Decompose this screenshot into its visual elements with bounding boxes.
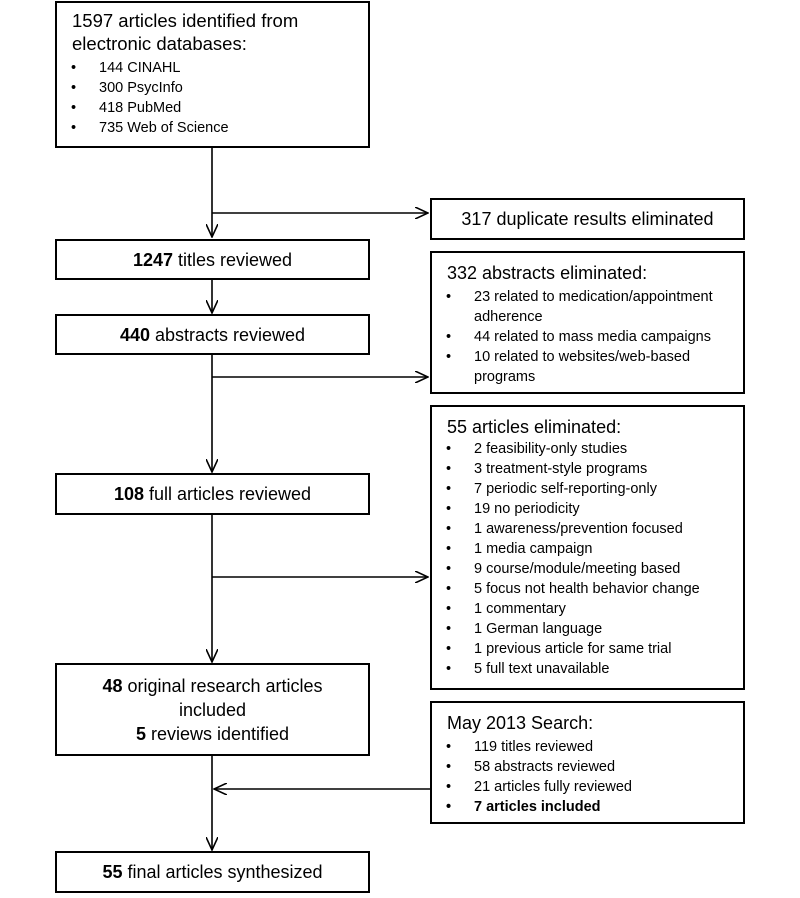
abstracts-text: 440 abstracts reviewed [119,324,306,345]
abstracts-eliminated-list: 23 related to medication/appointment adh… [432,287,732,387]
list-item: 9 course/module/meeting based [432,559,743,579]
included-box: 48 original research articles included 5… [55,663,370,756]
may-search-box: May 2013 Search: 119 titles reviewed 58 … [430,701,745,824]
list-item: 1 German language [432,619,743,639]
reviews-identified-text: 5 reviews identified [135,723,290,744]
list-item: 44 related to mass media campaigns [432,327,732,347]
list-item: 418 PubMed [57,98,368,118]
duplicates-text: 317 duplicate results eliminated [461,209,714,229]
list-item: 1 media campaign [432,539,743,559]
articles-eliminated-box: 55 articles eliminated: 2 feasibility-on… [430,405,745,690]
final-count: 55 [102,862,123,882]
full-articles-count: 108 [113,484,144,504]
reviews-count: 5 [135,723,146,744]
identified-list: 144 CINAHL 300 PsycInfo 418 PubMed 735 W… [57,58,368,138]
titles-count: 1247 [132,249,173,270]
included-articles-count: 48 [102,675,123,696]
list-item: 300 PsycInfo [57,78,368,98]
titles-box: 1247 titles reviewed [55,239,370,280]
list-item: 119 titles reviewed [432,737,743,757]
full-articles-box: 108 full articles reviewed [55,473,370,515]
may-search-list: 119 titles reviewed 58 abstracts reviewe… [432,737,743,817]
final-text: 55 final articles synthesized [102,862,323,882]
articles-eliminated-list: 2 feasibility-only studies 3 treatment-s… [432,439,743,679]
included-articles-text: 48 original research articles included [102,675,323,720]
list-item: 7 periodic self-reporting-only [432,479,743,499]
list-item: 1 commentary [432,599,743,619]
list-item: 2 feasibility-only studies [432,439,743,459]
abstracts-count: 440 [119,324,150,345]
abstracts-eliminated-heading: 332 abstracts eliminated: [447,263,648,283]
identified-box: 1597 articles identified from electronic… [55,1,370,148]
list-item: 21 articles fully reviewed [432,777,743,797]
list-item: 19 no periodicity [432,499,743,519]
may-search-heading: May 2013 Search: [447,713,594,733]
list-item: 1 awareness/prevention focused [432,519,743,539]
list-item: 1 previous article for same trial [432,639,743,659]
list-item: 5 full text unavailable [432,659,743,679]
duplicates-box: 317 duplicate results eliminated [430,198,745,240]
list-item: 10 related to websites/web-based program… [432,347,732,387]
identified-heading: 1597 articles identified from electronic… [72,10,299,54]
articles-eliminated-heading: 55 articles eliminated: [447,417,622,437]
list-item: 58 abstracts reviewed [432,757,743,777]
full-articles-text: 108 full articles reviewed [113,484,312,504]
list-item: 3 treatment-style programs [432,459,743,479]
list-item: 735 Web of Science [57,118,368,138]
titles-text: 1247 titles reviewed [132,249,293,270]
list-item: 7 articles included [432,797,743,817]
list-item: 144 CINAHL [57,58,368,78]
list-item: 23 related to medication/appointment adh… [432,287,732,327]
abstracts-box: 440 abstracts reviewed [55,314,370,355]
abstracts-eliminated-box: 332 abstracts eliminated: 23 related to … [430,251,745,394]
list-item: 5 focus not health behavior change [432,579,743,599]
final-box: 55 final articles synthesized [55,851,370,893]
